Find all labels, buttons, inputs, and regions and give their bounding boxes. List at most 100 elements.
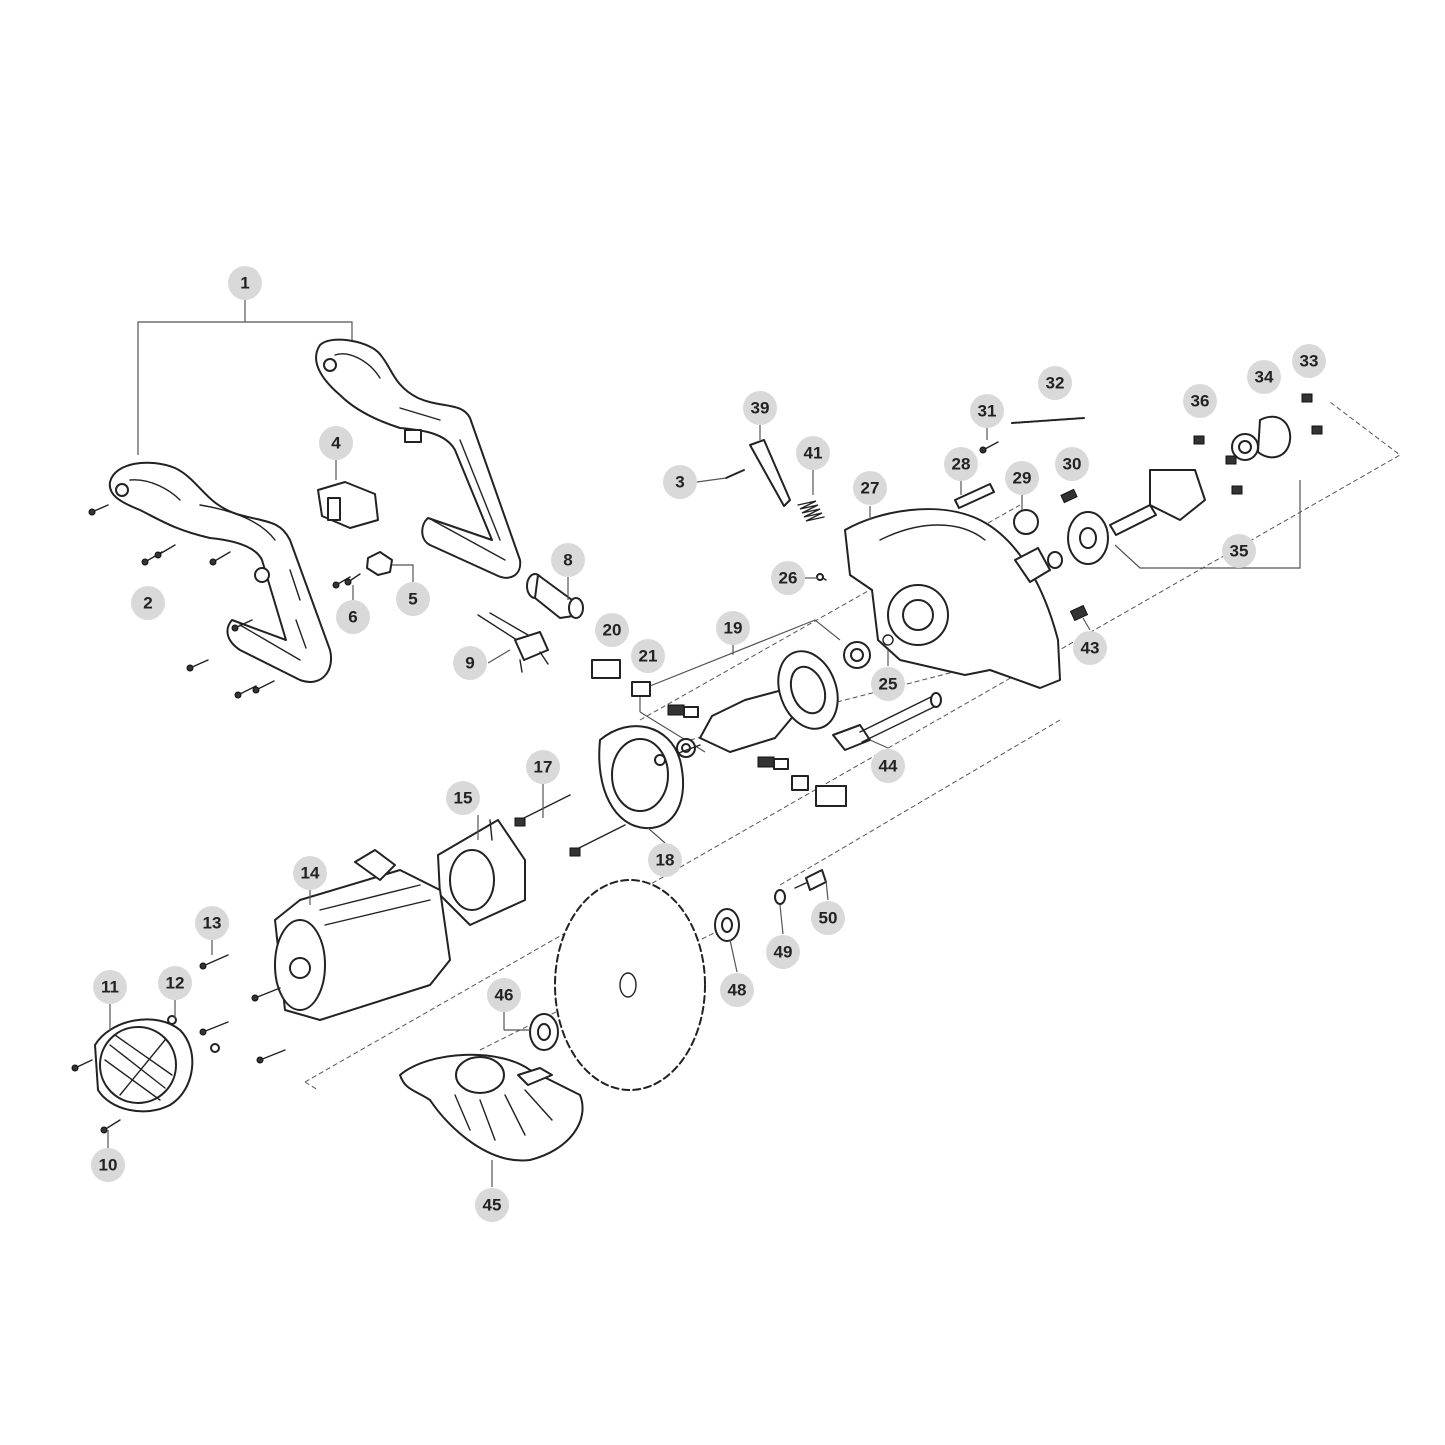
inner-flange (529, 1013, 559, 1051)
callout-1: 1 (228, 266, 262, 300)
callout-33: 33 (1292, 344, 1326, 378)
svg-text:46: 46 (495, 986, 514, 1005)
callout-8: 8 (551, 543, 585, 577)
callout-21: 21 (631, 639, 665, 673)
callout-50: 50 (811, 901, 845, 935)
svg-text:50: 50 (819, 909, 838, 928)
washer (774, 889, 786, 905)
screw-35b (1231, 485, 1243, 495)
svg-text:25: 25 (879, 675, 898, 694)
spindle-lock-bolt (832, 692, 942, 751)
callout-30: 30 (1055, 447, 1089, 481)
output-shaft (1109, 504, 1157, 536)
svg-text:44: 44 (879, 757, 898, 776)
callout-18: 18 (648, 843, 682, 877)
stator (437, 819, 526, 926)
callout-28: 28 (944, 447, 978, 481)
svg-text:18: 18 (656, 851, 675, 870)
bolt-30 (1060, 488, 1078, 504)
armature (659, 650, 839, 761)
svg-text:33: 33 (1300, 352, 1319, 371)
callout-9: 9 (453, 646, 487, 680)
cable-clamp (366, 551, 393, 576)
callout-leaders (107, 425, 1091, 1187)
callout-11: 11 (93, 970, 127, 1004)
svg-text:34: 34 (1255, 368, 1274, 387)
bearing-plate (1149, 469, 1206, 521)
brush-holder-lower (815, 785, 847, 807)
spacer (1047, 551, 1063, 569)
callout-48: 48 (720, 973, 754, 1007)
bracket-35 (1114, 480, 1301, 569)
svg-text:26: 26 (779, 569, 798, 588)
callout-45: 45 (475, 1188, 509, 1222)
svg-text:14: 14 (301, 864, 320, 883)
callout-49: 49 (766, 935, 800, 969)
callout-29: 29 (1005, 461, 1039, 495)
svg-text:15: 15 (454, 789, 473, 808)
carbon-brush-lower (757, 756, 789, 770)
spring (797, 500, 825, 522)
motor-housing (274, 849, 451, 1021)
screw-33 (1301, 393, 1313, 403)
callout-31: 31 (970, 394, 1004, 428)
screw-36 (1193, 435, 1205, 445)
svg-text:35: 35 (1230, 542, 1249, 561)
svg-text:17: 17 (534, 758, 553, 777)
brush-holder-upper (591, 659, 621, 679)
brush-cap-lower (791, 775, 809, 791)
fan-cover-screws (71, 954, 286, 1134)
brush-ring (598, 725, 685, 830)
svg-text:41: 41 (804, 444, 823, 463)
svg-text:3: 3 (675, 473, 684, 492)
callout-20: 20 (595, 613, 629, 647)
power-plug (477, 612, 549, 673)
callout-44: 44 (871, 749, 905, 783)
callout-25: 25 (871, 667, 905, 701)
svg-text:11: 11 (101, 978, 119, 997)
bracket-19 (639, 619, 841, 712)
through-bolts (514, 794, 626, 857)
callout-15: 15 (446, 781, 480, 815)
svg-text:5: 5 (408, 590, 417, 609)
svg-text:30: 30 (1063, 455, 1082, 474)
svg-text:27: 27 (861, 479, 880, 498)
callout-6: 6 (336, 600, 370, 634)
svg-text:28: 28 (952, 455, 971, 474)
callout-2: 2 (131, 586, 165, 620)
svg-text:2: 2 (143, 594, 152, 613)
oring-small (816, 573, 824, 581)
lock-pin (749, 439, 791, 507)
screw-35a (1225, 455, 1237, 465)
svg-text:21: 21 (639, 647, 658, 666)
pin (725, 469, 745, 479)
svg-text:36: 36 (1191, 392, 1210, 411)
callout-13: 13 (195, 906, 229, 940)
callout-32: 32 (1038, 366, 1072, 400)
svg-text:9: 9 (465, 654, 474, 673)
callout-39: 39 (743, 391, 777, 425)
svg-text:31: 31 (978, 402, 997, 421)
callout-12: 12 (158, 966, 192, 1000)
callout-35: 35 (1222, 534, 1256, 568)
callout-34: 34 (1247, 360, 1281, 394)
blade-bolt (794, 869, 827, 891)
svg-text:6: 6 (348, 608, 357, 627)
handle-screws (88, 504, 361, 699)
callout-43: 43 (1073, 631, 1107, 665)
svg-text:4: 4 (331, 434, 341, 453)
svg-text:32: 32 (1046, 374, 1065, 393)
svg-text:8: 8 (563, 551, 572, 570)
callout-3: 3 (663, 465, 697, 499)
svg-text:10: 10 (99, 1156, 118, 1175)
armature-bearing (843, 641, 871, 669)
callout-17: 17 (526, 750, 560, 784)
bearing-34 (1231, 433, 1259, 461)
saw-blade (554, 879, 706, 1091)
callout-36: 36 (1183, 384, 1217, 418)
svg-text:12: 12 (166, 974, 185, 993)
switch (317, 481, 379, 529)
strain-relief (526, 573, 584, 619)
bracket-1 (137, 300, 353, 455)
